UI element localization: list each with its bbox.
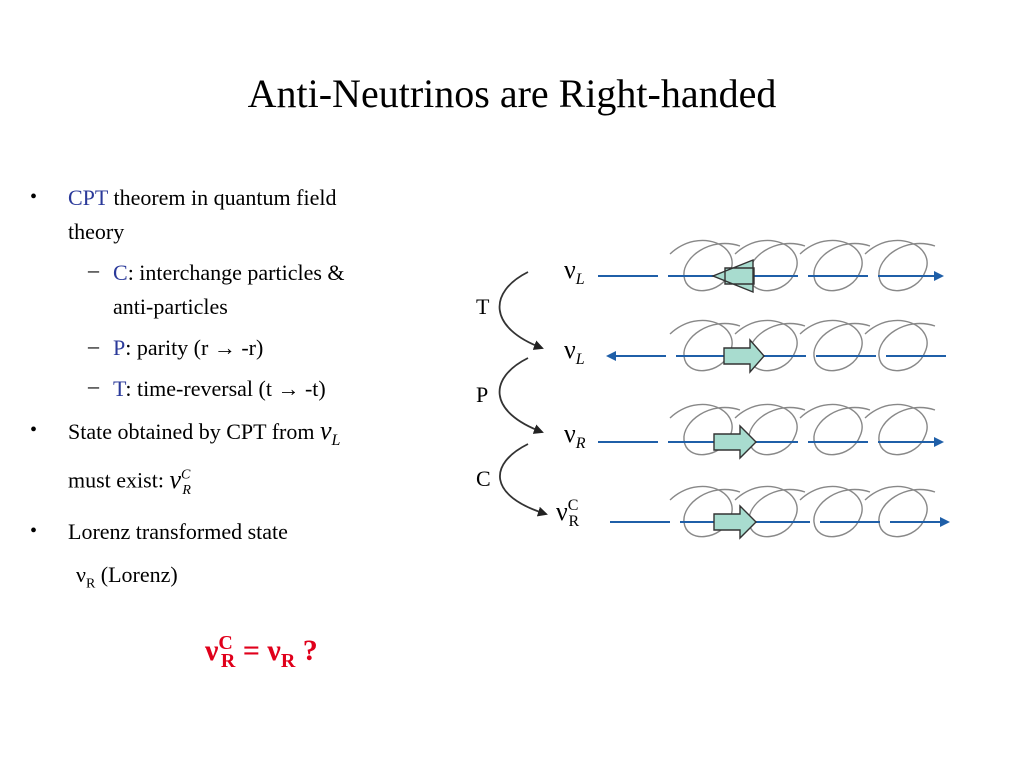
bullet-marker: • <box>30 419 38 441</box>
lorenz-state: νR (Lorenz) <box>76 558 178 601</box>
operator-p: P <box>476 382 488 407</box>
row1-spin-arrow <box>711 258 755 294</box>
nu-l-symbol: νL <box>319 416 341 450</box>
c-text-line2: anti-particles <box>113 294 228 319</box>
p-text: : parity (r → -r) <box>125 335 264 360</box>
row4-helix <box>669 485 936 538</box>
subbullet-c: C: interchange particles & anti-particle… <box>113 256 433 324</box>
row2-spin-arrow <box>723 338 765 374</box>
cpt-text: theorem in quantum field <box>107 185 337 210</box>
operator-t: T <box>476 294 490 319</box>
state-text-line2: must exist: <box>68 467 164 493</box>
row3-helix <box>669 403 936 456</box>
row2-label: νL <box>564 335 585 368</box>
c-operator-arrow <box>499 443 548 517</box>
slide-title: Anti-Neutrinos are Right-handed <box>247 71 777 116</box>
bullet-cpt-state: State obtained by CPT from νL must exist… <box>68 414 448 508</box>
c-label: C <box>113 260 128 285</box>
nu-r-symbol: νR <box>76 562 96 592</box>
dash-marker: – <box>88 257 99 282</box>
dash-marker: – <box>88 333 99 358</box>
row3-spin-arrow <box>713 424 757 460</box>
operator-c: C <box>476 466 491 491</box>
lorenz-paren: (Lorenz) <box>95 562 178 587</box>
t-operator-arrow <box>498 271 544 350</box>
bullet-marker: • <box>30 520 38 542</box>
row2-helix <box>669 319 936 372</box>
subbullet-p: P: parity (r → -r) <box>113 331 263 365</box>
dash-marker: – <box>88 373 99 398</box>
nu-cr-symbol: νCR <box>169 464 191 499</box>
bullet-marker: • <box>30 186 38 208</box>
row1-helix <box>669 239 936 292</box>
row4-spin-arrow <box>713 504 757 540</box>
cpt-text-line2: theory <box>68 219 125 244</box>
cr-equals-r-question: νCR = νR ? <box>205 632 318 672</box>
t-text: : time-reversal (t → -t) <box>125 376 326 401</box>
cpt-label: CPT <box>68 185 108 210</box>
row3-label: νR <box>564 419 586 452</box>
state-text: State obtained by CPT from <box>68 419 315 444</box>
p-operator-arrow <box>498 357 544 434</box>
bullet-cpt-theorem: CPT theorem in quantum field theory <box>68 181 428 249</box>
bullet-lorenz: Lorenz transformed state <box>68 515 428 549</box>
lorenz-text: Lorenz transformed state <box>68 519 288 544</box>
c-text: : interchange particles & <box>127 260 345 285</box>
p-label: P <box>113 335 126 360</box>
t-label: T <box>113 376 126 401</box>
row1-label: νL <box>564 255 585 288</box>
subbullet-t: T: time-reversal (t → -t) <box>113 372 326 406</box>
